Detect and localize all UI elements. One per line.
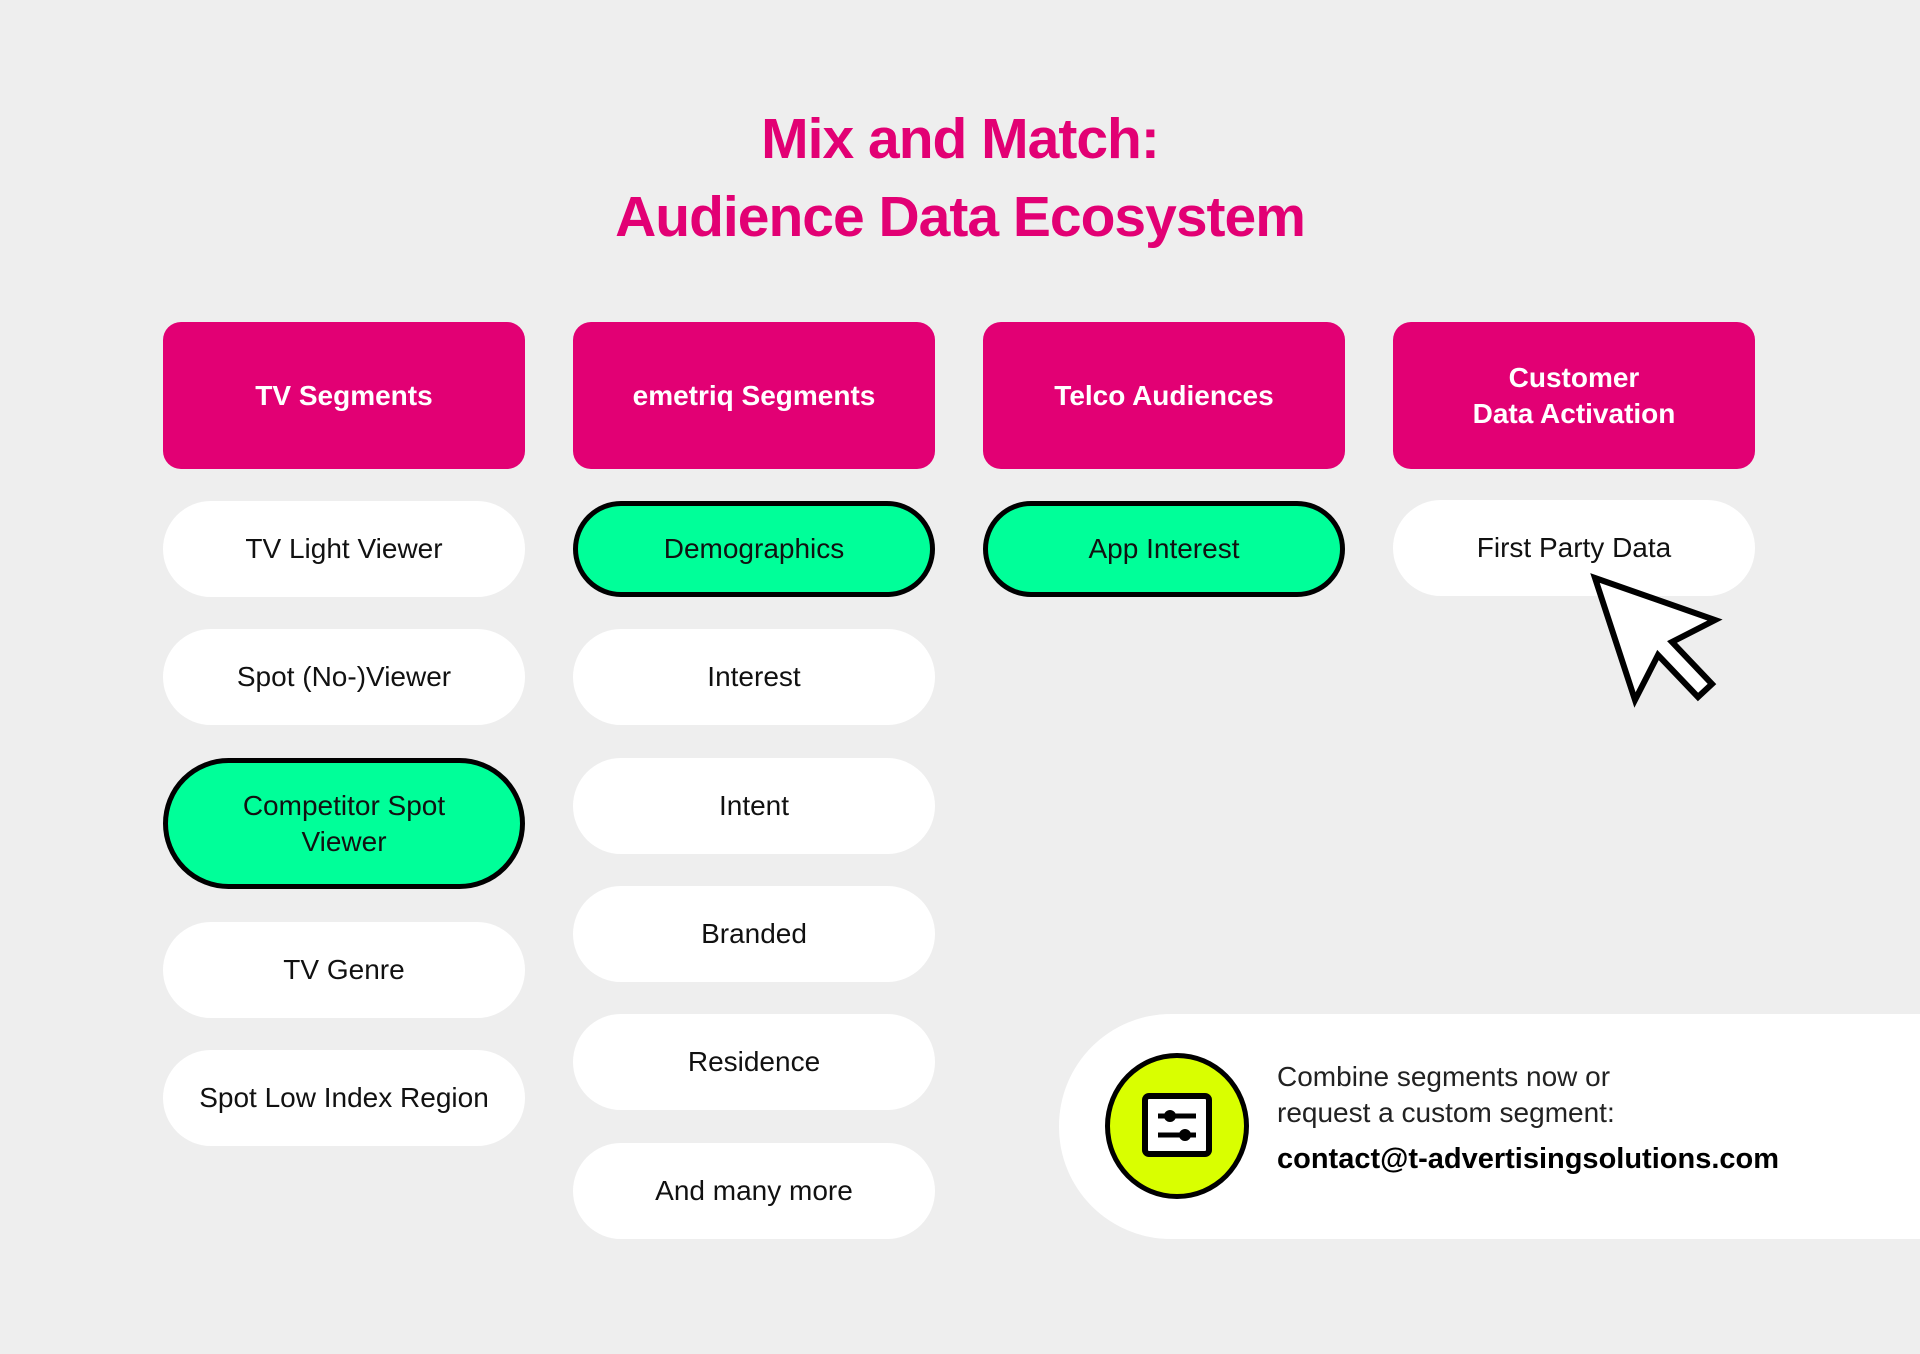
segment-pill[interactable]: TV Light Viewer [163,501,525,597]
segment-pill-selected[interactable]: App Interest [983,501,1345,597]
segment-pill[interactable]: And many more [573,1143,935,1239]
contact-line-1: Combine segments now or [1277,1061,1611,1092]
segment-pill[interactable]: Intent [573,758,935,854]
segment-pill[interactable]: Interest [573,629,935,725]
segment-pill[interactable]: Branded [573,886,935,982]
segment-pill[interactable]: Spot (No-)Viewer [163,629,525,725]
segment-pill-selected[interactable]: Competitor Spot Viewer [163,758,525,889]
segment-pill-selected[interactable]: Demographics [573,501,935,597]
column-tv-segments: TV Segments TV Light Viewer Spot (No-)Vi… [163,322,525,1146]
column-telco-audiences: Telco Audiences App Interest [983,322,1345,597]
title-line-1: Mix and Match: [761,107,1160,171]
contact-line-2: request a custom segment: [1277,1097,1615,1128]
title-line-2: Audience Data Ecosystem [615,185,1306,249]
column-header: Telco Audiences [983,322,1345,469]
sliders-settings-icon [1105,1053,1249,1199]
column-emetriq-segments: emetriq Segments Demographics Interest I… [573,322,935,1239]
contact-text: Combine segments now or request a custom… [1277,1059,1779,1177]
column-header: TV Segments [163,322,525,469]
contact-email-link[interactable]: contact@t-advertisingsolutions.com [1277,1143,1780,1175]
column-header: emetriq Segments [573,322,935,469]
page-title: Mix and Match: Audience Data Ecosystem [0,100,1920,256]
segment-pill[interactable]: Residence [573,1014,935,1110]
column-header: Customer Data Activation [1393,322,1755,469]
segment-pill[interactable]: TV Genre [163,922,525,1018]
mouse-pointer-icon [1590,573,1723,708]
segment-pill[interactable]: Spot Low Index Region [163,1050,525,1146]
column-customer-data-activation: Customer Data Activation First Party Dat… [1393,322,1755,596]
segment-pill[interactable]: First Party Data [1393,500,1755,596]
